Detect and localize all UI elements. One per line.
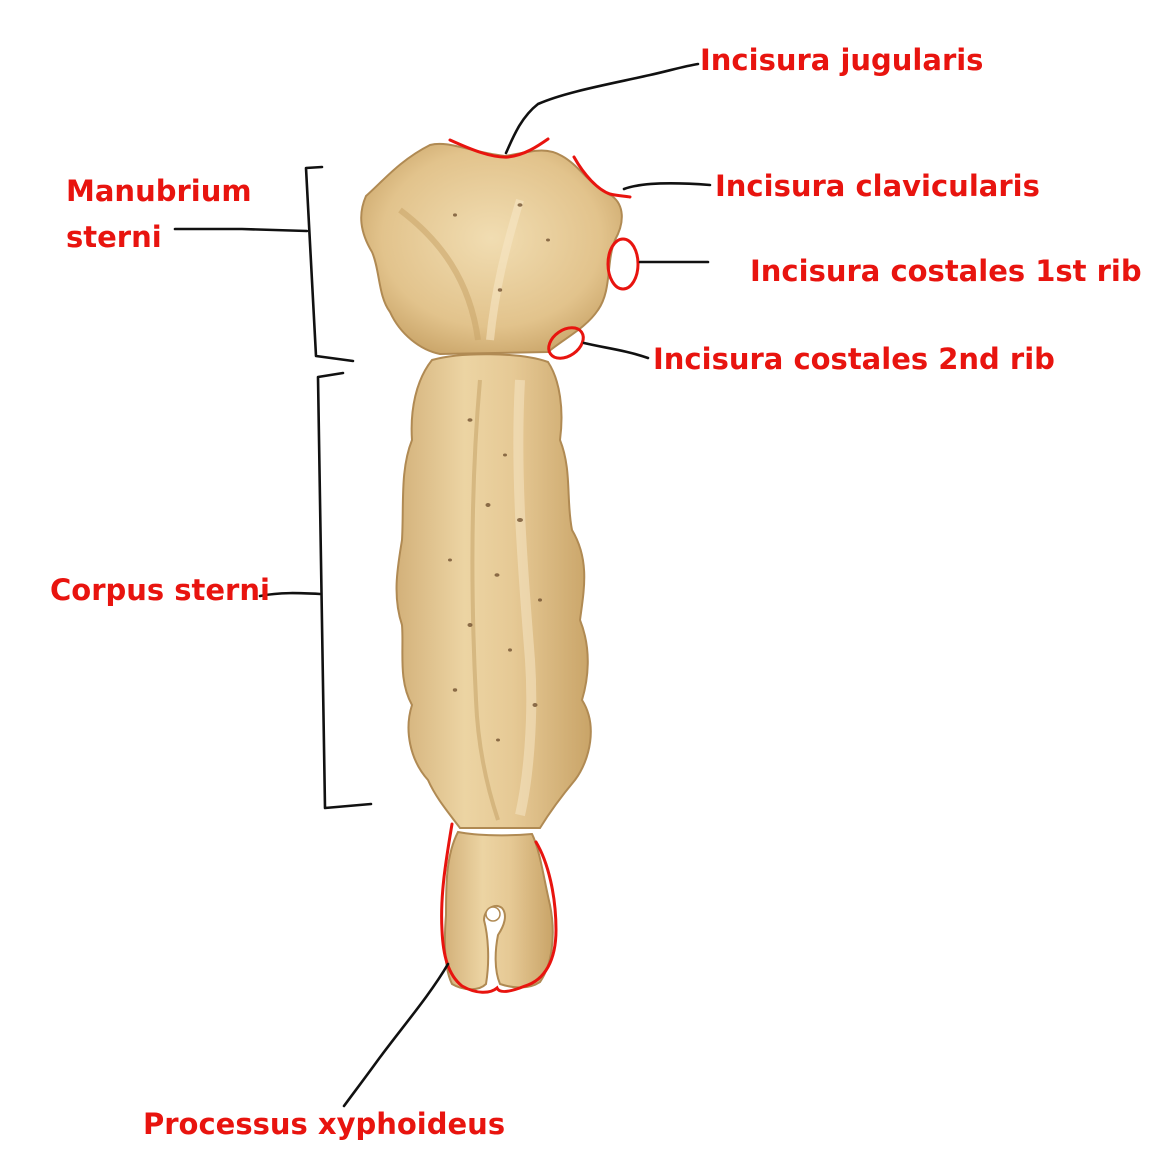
leader-corpus bbox=[258, 591, 322, 598]
leader-incisura-clavicularis bbox=[622, 182, 712, 191]
leader-incisura-jugularis bbox=[504, 62, 700, 155]
bone-pores bbox=[448, 203, 550, 742]
manubrium-ridge bbox=[398, 207, 481, 341]
manubrium-ridge-2 bbox=[486, 198, 524, 341]
xiphoid-notch bbox=[485, 906, 501, 922]
corpus-texture bbox=[470, 379, 500, 821]
second-rib-notch-outline bbox=[547, 326, 585, 360]
first-rib-notch-outline bbox=[606, 237, 640, 291]
highlight-outlines bbox=[440, 137, 640, 994]
label-processus-xyphoideus: Processus xyphoideus bbox=[143, 1107, 506, 1141]
label-corpus-sterni: Corpus sterni bbox=[50, 573, 270, 607]
sternum-bone bbox=[360, 142, 623, 991]
bracket-manubrium bbox=[304, 165, 355, 363]
xiphoid-process bbox=[443, 830, 554, 991]
label-incisura-costales-1st-rib: Incisura costales 1st rib bbox=[750, 254, 1142, 288]
leader-processus-xyphoideus bbox=[342, 962, 450, 1108]
bracket-corpus bbox=[316, 371, 373, 810]
jugular-notch-outline bbox=[448, 137, 550, 159]
label-incisura-costales-2nd-rib: Incisura costales 2nd rib bbox=[653, 342, 1055, 376]
label-incisura-clavicularis: Incisura clavicularis bbox=[715, 169, 1040, 203]
xiphoid-outline bbox=[440, 822, 558, 994]
leader-manubrium bbox=[173, 227, 309, 233]
label-incisura-jugularis: Incisura jugularis bbox=[700, 43, 984, 77]
corpus-highlight bbox=[513, 379, 537, 817]
label-manubrium-line1: Manubrium bbox=[66, 174, 252, 208]
corpus-sterni bbox=[395, 353, 592, 829]
clavicular-notch-outline bbox=[572, 155, 632, 199]
manubrium bbox=[360, 142, 623, 356]
label-manubrium-line2: sterni bbox=[66, 220, 162, 254]
leader-incisura-costales-2nd bbox=[582, 341, 650, 360]
leader-lines bbox=[173, 62, 712, 1108]
